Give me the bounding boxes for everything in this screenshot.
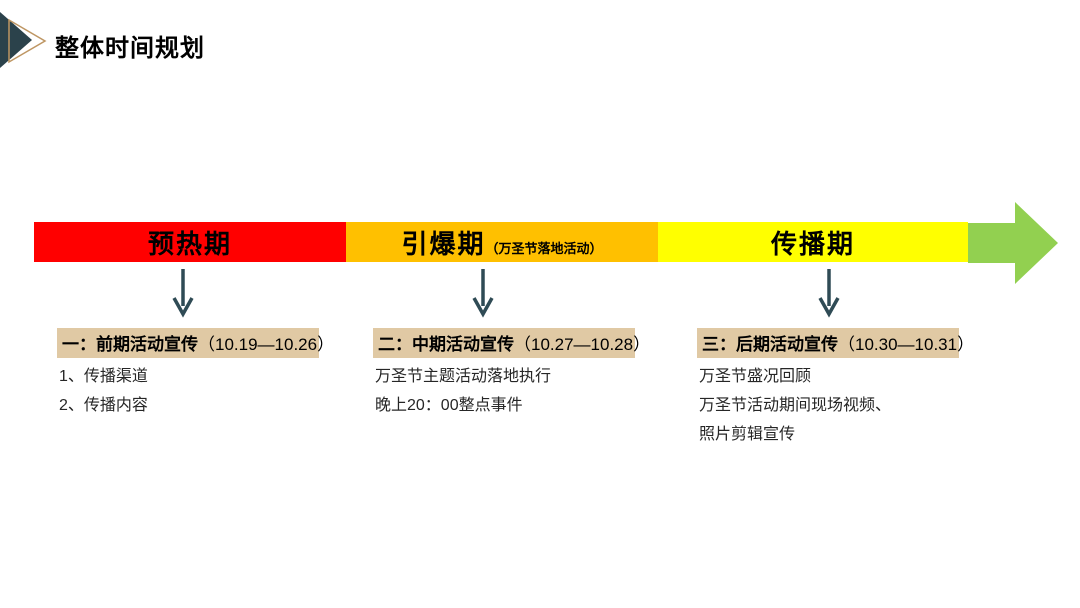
phase-detail-item: 2、传播内容 [59, 397, 148, 414]
down-arrow-icon [172, 269, 194, 318]
phase-detail-block-2: 二：中期活动宣传（10.27—10.28） 万圣节主题活动落地执行 晚上20：0… [373, 328, 650, 420]
phase-bar-label: 引爆期 [401, 228, 486, 259]
phase-detail-block-3: 三：后期活动宣传（10.30—10.31） 万圣节盛况回顾 万圣节活动期间现场视… [697, 328, 974, 449]
phase-bar-detonation: 引爆期 （万圣节落地活动） [346, 222, 658, 262]
phase-bar-spread: 传播期 [658, 222, 968, 262]
phase-heading: 二：中期活动宣传（10.27—10.28） [373, 328, 650, 358]
phase-heading-label: 二：中期活动宣传 [378, 335, 514, 354]
phase-heading-dates: （10.19—10.26） [198, 335, 335, 354]
page-title: 整体时间规划 [55, 35, 205, 62]
phase-heading-label: 一：前期活动宣传 [62, 335, 198, 354]
phase-detail-item: 万圣节主题活动落地执行 [375, 368, 552, 385]
phase-heading: 三：后期活动宣传（10.30—10.31） [697, 328, 974, 358]
phase-detail-list: 万圣节盛况回顾 万圣节活动期间现场视频、 照片剪辑宣传 [697, 362, 959, 449]
phase-detail-item: 万圣节盛况回顾 [699, 368, 812, 385]
timeline-forward-arrow-icon [968, 202, 1058, 284]
phase-bar-sublabel: （万圣节落地活动） [485, 240, 603, 256]
phase-heading-dates: （10.30—10.31） [838, 335, 975, 354]
phase-bar-label: 传播期 [770, 228, 855, 259]
phase-bar-warmup: 预热期 [34, 222, 346, 262]
phase-detail-block-1: 一：前期活动宣传（10.19—10.26） 1、传播渠道 2、传播内容 [57, 328, 334, 420]
phase-detail-item: 万圣节活动期间现场视频、 [699, 397, 892, 414]
down-arrow-icon [818, 269, 840, 318]
phase-heading-label: 三：后期活动宣传 [702, 335, 838, 354]
phase-bar-label: 预热期 [147, 228, 232, 259]
phase-detail-item: 晚上20：00整点事件 [375, 397, 523, 414]
phase-detail-item: 照片剪辑宣传 [699, 426, 796, 443]
phase-detail-item: 1、传播渠道 [59, 368, 148, 385]
phase-heading: 一：前期活动宣传（10.19—10.26） [57, 328, 334, 358]
phase-detail-list: 1、传播渠道 2、传播内容 [57, 362, 319, 420]
title-marker-icon [0, 12, 47, 68]
phase-heading-dates: （10.27—10.28） [514, 335, 651, 354]
down-arrow-icon [472, 269, 494, 318]
phase-detail-list: 万圣节主题活动落地执行 晚上20：00整点事件 [373, 362, 635, 420]
